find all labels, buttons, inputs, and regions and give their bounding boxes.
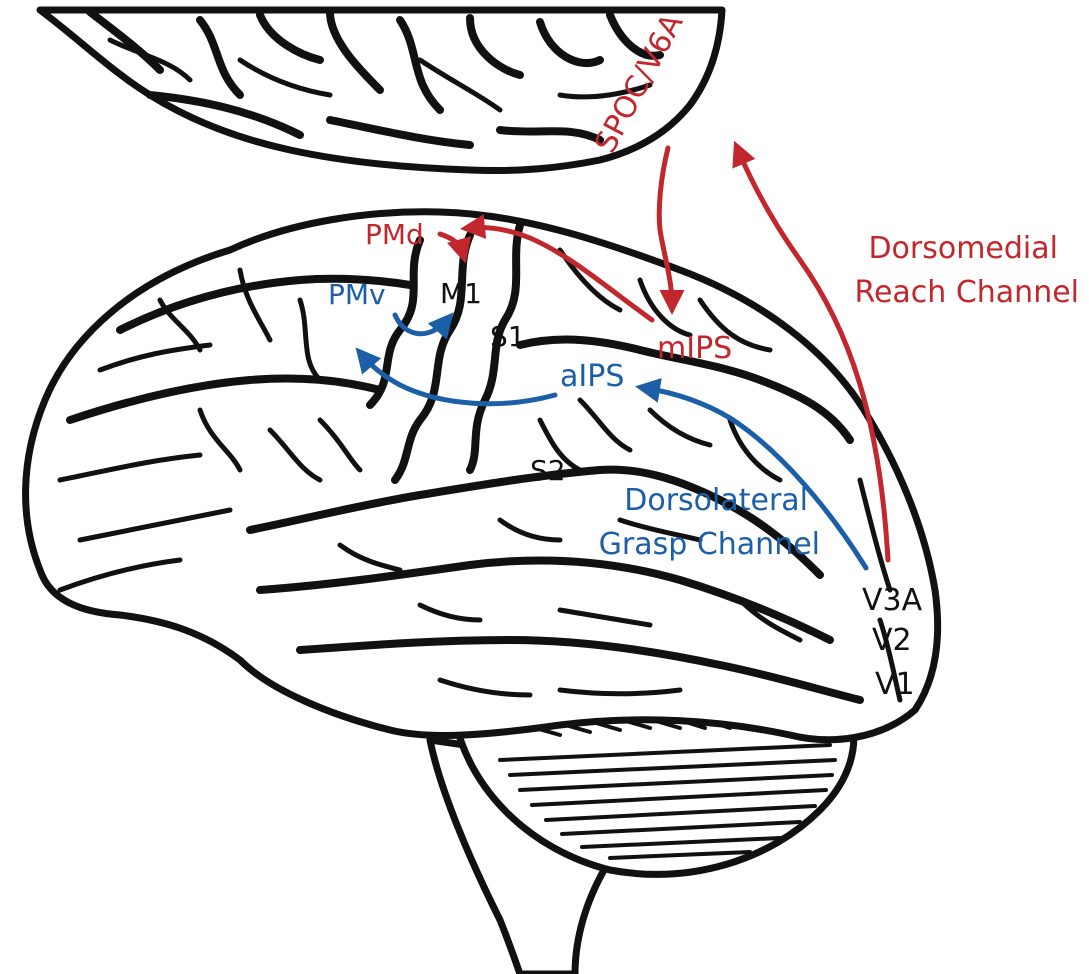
label-pmv: PMv bbox=[328, 278, 386, 311]
label-v1: V1 bbox=[875, 667, 915, 702]
label-dorsomedial-2: Reach Channel bbox=[854, 275, 1079, 310]
label-v3a: V3A bbox=[862, 583, 923, 618]
label-dorsomedial-1: Dorsomedial bbox=[868, 231, 1058, 266]
lateral-brain bbox=[26, 212, 938, 974]
label-mips: mIPS bbox=[657, 331, 732, 366]
label-dorsolateral-2: Grasp Channel bbox=[599, 527, 820, 562]
label-pmd: PMd bbox=[365, 218, 424, 251]
label-v2: V2 bbox=[872, 623, 912, 658]
label-aips: aIPS bbox=[560, 359, 624, 394]
label-m1: M1 bbox=[440, 277, 482, 310]
label-dorsolateral-1: Dorsolateral bbox=[624, 483, 808, 518]
label-s1: S1 bbox=[490, 320, 526, 353]
label-s2: S2 bbox=[530, 454, 566, 487]
